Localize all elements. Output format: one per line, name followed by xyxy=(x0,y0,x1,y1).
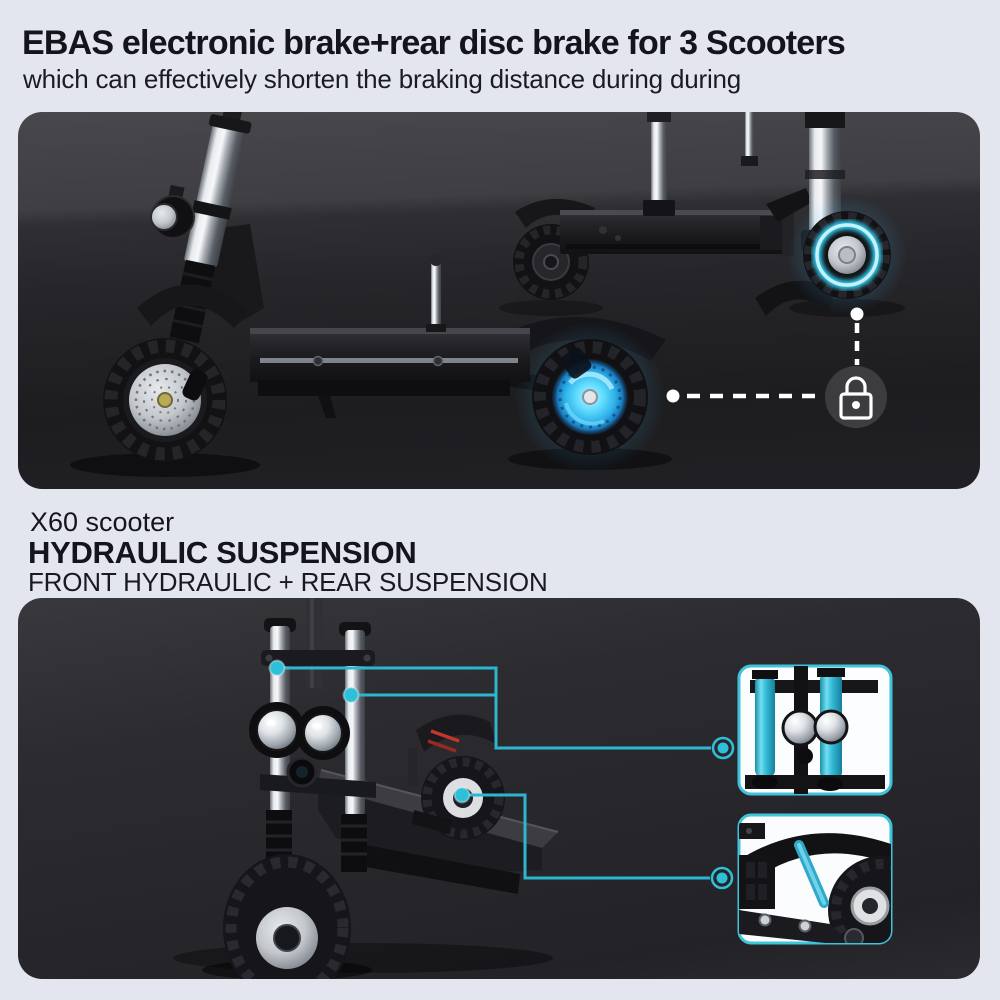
scooter-front-view xyxy=(223,598,559,979)
deck-post xyxy=(408,748,417,786)
suspension-subtitle: FRONT HYDRAULIC + REAR SUSPENSION xyxy=(28,567,548,597)
callout-line-front-upper xyxy=(277,666,711,750)
lock-icon xyxy=(825,366,887,428)
brake-lock-annotation xyxy=(666,307,887,428)
front-fender xyxy=(137,284,248,328)
dual-headlights xyxy=(249,702,350,760)
suspension-photo-panel xyxy=(18,598,980,979)
front-wheel xyxy=(223,854,351,979)
red-reflector-stripe xyxy=(430,729,460,743)
callout-ring-rear-inset xyxy=(710,866,734,890)
callout-dots xyxy=(268,659,735,890)
inset-rear-suspension xyxy=(737,813,893,945)
deck xyxy=(560,208,794,256)
callout-line-rear xyxy=(462,793,710,880)
brake-panel-illustration xyxy=(70,112,907,477)
brake-subtitle: which can effectively shorten the brakin… xyxy=(23,64,742,94)
deck xyxy=(250,328,530,418)
suspension-title: HYDRAULIC SUSPENSION xyxy=(28,535,417,570)
folded-handlebar-stem xyxy=(643,112,758,216)
connector-dot-rear xyxy=(666,389,680,403)
glowing-front-wheel xyxy=(787,195,907,315)
suspension-kicker: X60 scooter xyxy=(30,507,175,537)
red-reflector-stripe xyxy=(427,739,457,753)
callout-dot-right-tube xyxy=(342,686,360,704)
brake-photo-panel xyxy=(18,112,980,489)
headlight xyxy=(150,184,195,239)
steering-stem xyxy=(306,598,323,688)
front-wheel-disc-brake xyxy=(103,338,227,462)
glowing-rear-disc-wheel xyxy=(515,322,665,472)
folded-seat-rod xyxy=(426,254,446,332)
callout-ring-front-inset xyxy=(711,736,735,760)
front-fork-assembly xyxy=(249,618,376,872)
brake-title: EBAS electronic brake+rear disc brake fo… xyxy=(22,24,846,62)
callout-dot-rear-hub xyxy=(453,786,471,804)
scooter-folded-right xyxy=(513,112,907,316)
connector-dot-front xyxy=(850,307,864,321)
rear-fender xyxy=(416,714,496,753)
swingarm xyxy=(412,810,452,834)
callout-lines xyxy=(277,666,711,880)
callout-dot-left-tube xyxy=(268,659,286,677)
scooter-left-front xyxy=(103,112,666,472)
suspension-panel-illustration xyxy=(173,598,893,979)
inset-front-suspension xyxy=(737,664,893,796)
